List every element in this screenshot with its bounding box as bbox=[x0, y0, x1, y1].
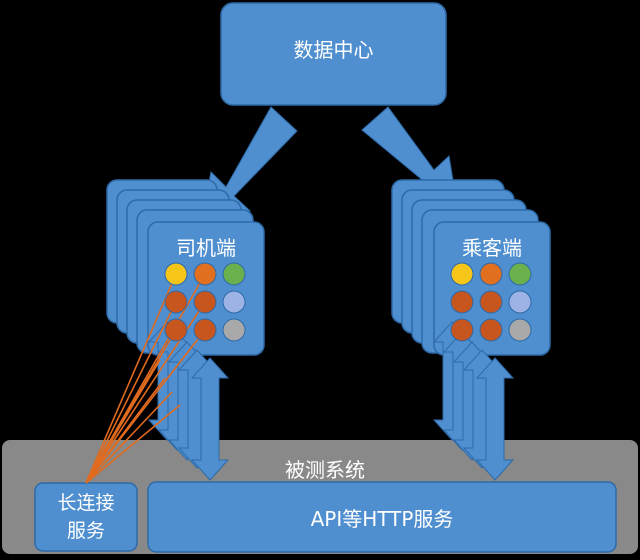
api-http-service-box bbox=[147, 481, 617, 553]
passenger-stack bbox=[391, 179, 551, 356]
passenger-dot-brown bbox=[479, 318, 503, 342]
driver-dot-orange bbox=[193, 262, 217, 286]
driver-dot-yellow bbox=[164, 262, 188, 286]
driver-dot-lightblue bbox=[222, 290, 246, 314]
passenger-dot-green bbox=[508, 262, 532, 286]
passenger-dot-brown bbox=[479, 290, 503, 314]
passenger-dot-orange bbox=[479, 262, 503, 286]
connector-line-10 bbox=[85, 404, 181, 484]
connector-line-8 bbox=[85, 377, 166, 484]
passenger-dot-brown bbox=[450, 290, 474, 314]
data-center-box bbox=[220, 2, 447, 106]
driver-arrow-5 bbox=[190, 357, 230, 481]
driver-dot-brown bbox=[164, 318, 188, 342]
passenger-dot-brown bbox=[450, 318, 474, 342]
connector-line-7 bbox=[85, 359, 161, 484]
driver-vertical-arrows bbox=[147, 321, 230, 481]
passenger-dot-yellow bbox=[450, 262, 474, 286]
driver-dot-brown bbox=[193, 318, 217, 342]
connector-line-3 bbox=[85, 301, 177, 484]
passenger-dot-lightblue bbox=[508, 290, 532, 314]
connector-line-9 bbox=[85, 391, 173, 484]
driver-dot-gray bbox=[222, 318, 246, 342]
passenger-dot-grid bbox=[450, 262, 532, 342]
driver-dot-brown bbox=[193, 290, 217, 314]
connector-line-1 bbox=[85, 273, 177, 484]
passenger-vertical-arrows bbox=[432, 321, 515, 481]
passenger-dot-gray bbox=[508, 318, 532, 342]
driver-dot-green bbox=[222, 262, 246, 286]
long-connection-service-box bbox=[34, 482, 138, 552]
driver-dot-grid bbox=[164, 262, 246, 342]
passenger-arrow-5 bbox=[475, 357, 515, 481]
driver-dot-brown bbox=[164, 290, 188, 314]
